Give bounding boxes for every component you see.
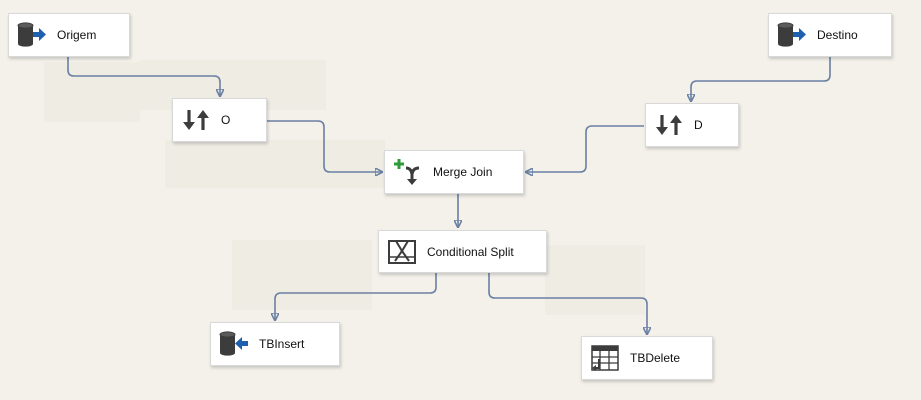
node-label: TBDelete (630, 351, 681, 365)
node-label: O (221, 113, 231, 127)
node-label: Conditional Split (427, 244, 514, 259)
source-destino[interactable]: Destino (768, 13, 892, 57)
destination-tbdelete[interactable]: TBDelete (581, 336, 713, 380)
sort-icon (181, 105, 211, 135)
source-db-icon (777, 20, 807, 50)
destination-db-icon (219, 329, 249, 359)
table-destination-icon (590, 343, 620, 373)
canvas-shade (545, 245, 645, 315)
canvas-shade (44, 62, 140, 122)
merge-join-icon (393, 157, 423, 187)
conditional-split-icon (387, 237, 417, 267)
node-label: Merge Join (433, 165, 493, 179)
node-label: D (694, 118, 703, 132)
node-label: TBInsert (259, 337, 305, 351)
canvas-shade (232, 240, 372, 310)
path-destino-to-d (691, 57, 831, 101)
node-label: Origem (57, 28, 97, 42)
sort-d[interactable]: D (645, 103, 739, 147)
conditional-split[interactable]: Conditional Split (378, 230, 547, 273)
source-db-icon (17, 20, 47, 50)
source-origem[interactable]: Origem (8, 13, 130, 57)
sort-o[interactable]: O (172, 98, 267, 142)
node-label: Destino (817, 28, 858, 42)
sort-icon (654, 110, 684, 140)
merge-join[interactable]: Merge Join (384, 150, 524, 194)
destination-tbinsert[interactable]: TBInsert (210, 322, 340, 366)
canvas-shade (165, 140, 385, 188)
path-d-to-merge (526, 125, 644, 172)
